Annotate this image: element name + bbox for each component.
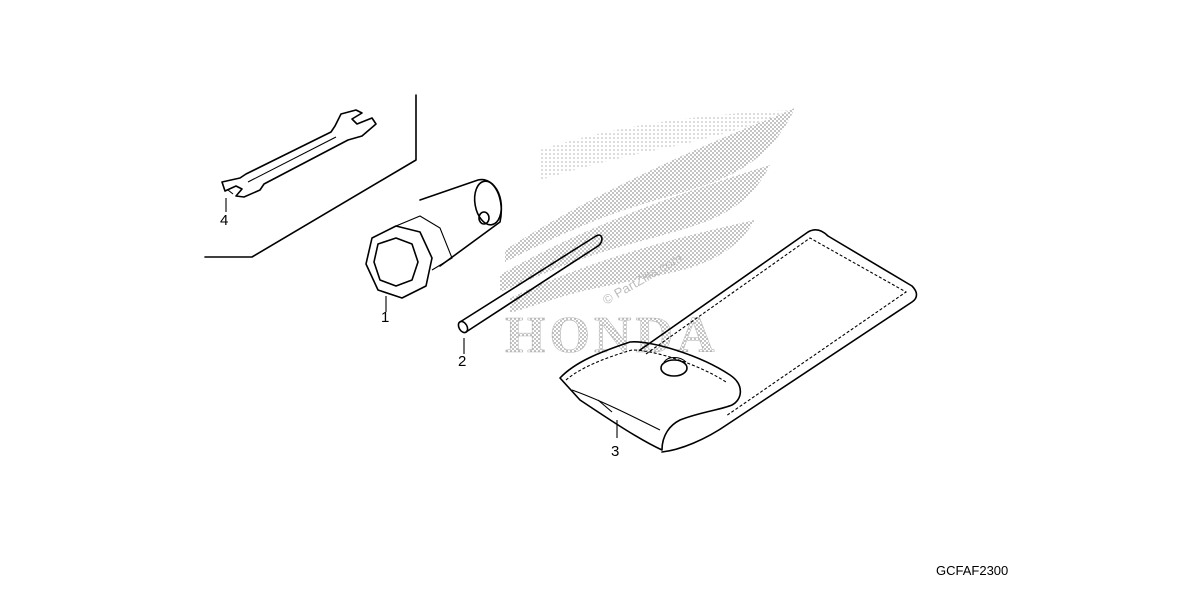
socket-wrench [365, 178, 503, 312]
callout-3: 3 [611, 443, 619, 460]
honda-wing-watermark: HONDA © PartZilla.com [500, 108, 795, 364]
tool-bag [559, 229, 918, 453]
open-end-wrench [221, 109, 377, 212]
callout-2: 2 [458, 353, 466, 370]
callout-4: 4 [220, 212, 228, 229]
diagram-reference-code: GCFAF2300 [936, 563, 1008, 578]
honda-logo-text: HONDA [505, 307, 719, 364]
group-boundary-line [204, 94, 417, 258]
handle-bar [457, 234, 603, 354]
callout-1: 1 [381, 309, 389, 326]
